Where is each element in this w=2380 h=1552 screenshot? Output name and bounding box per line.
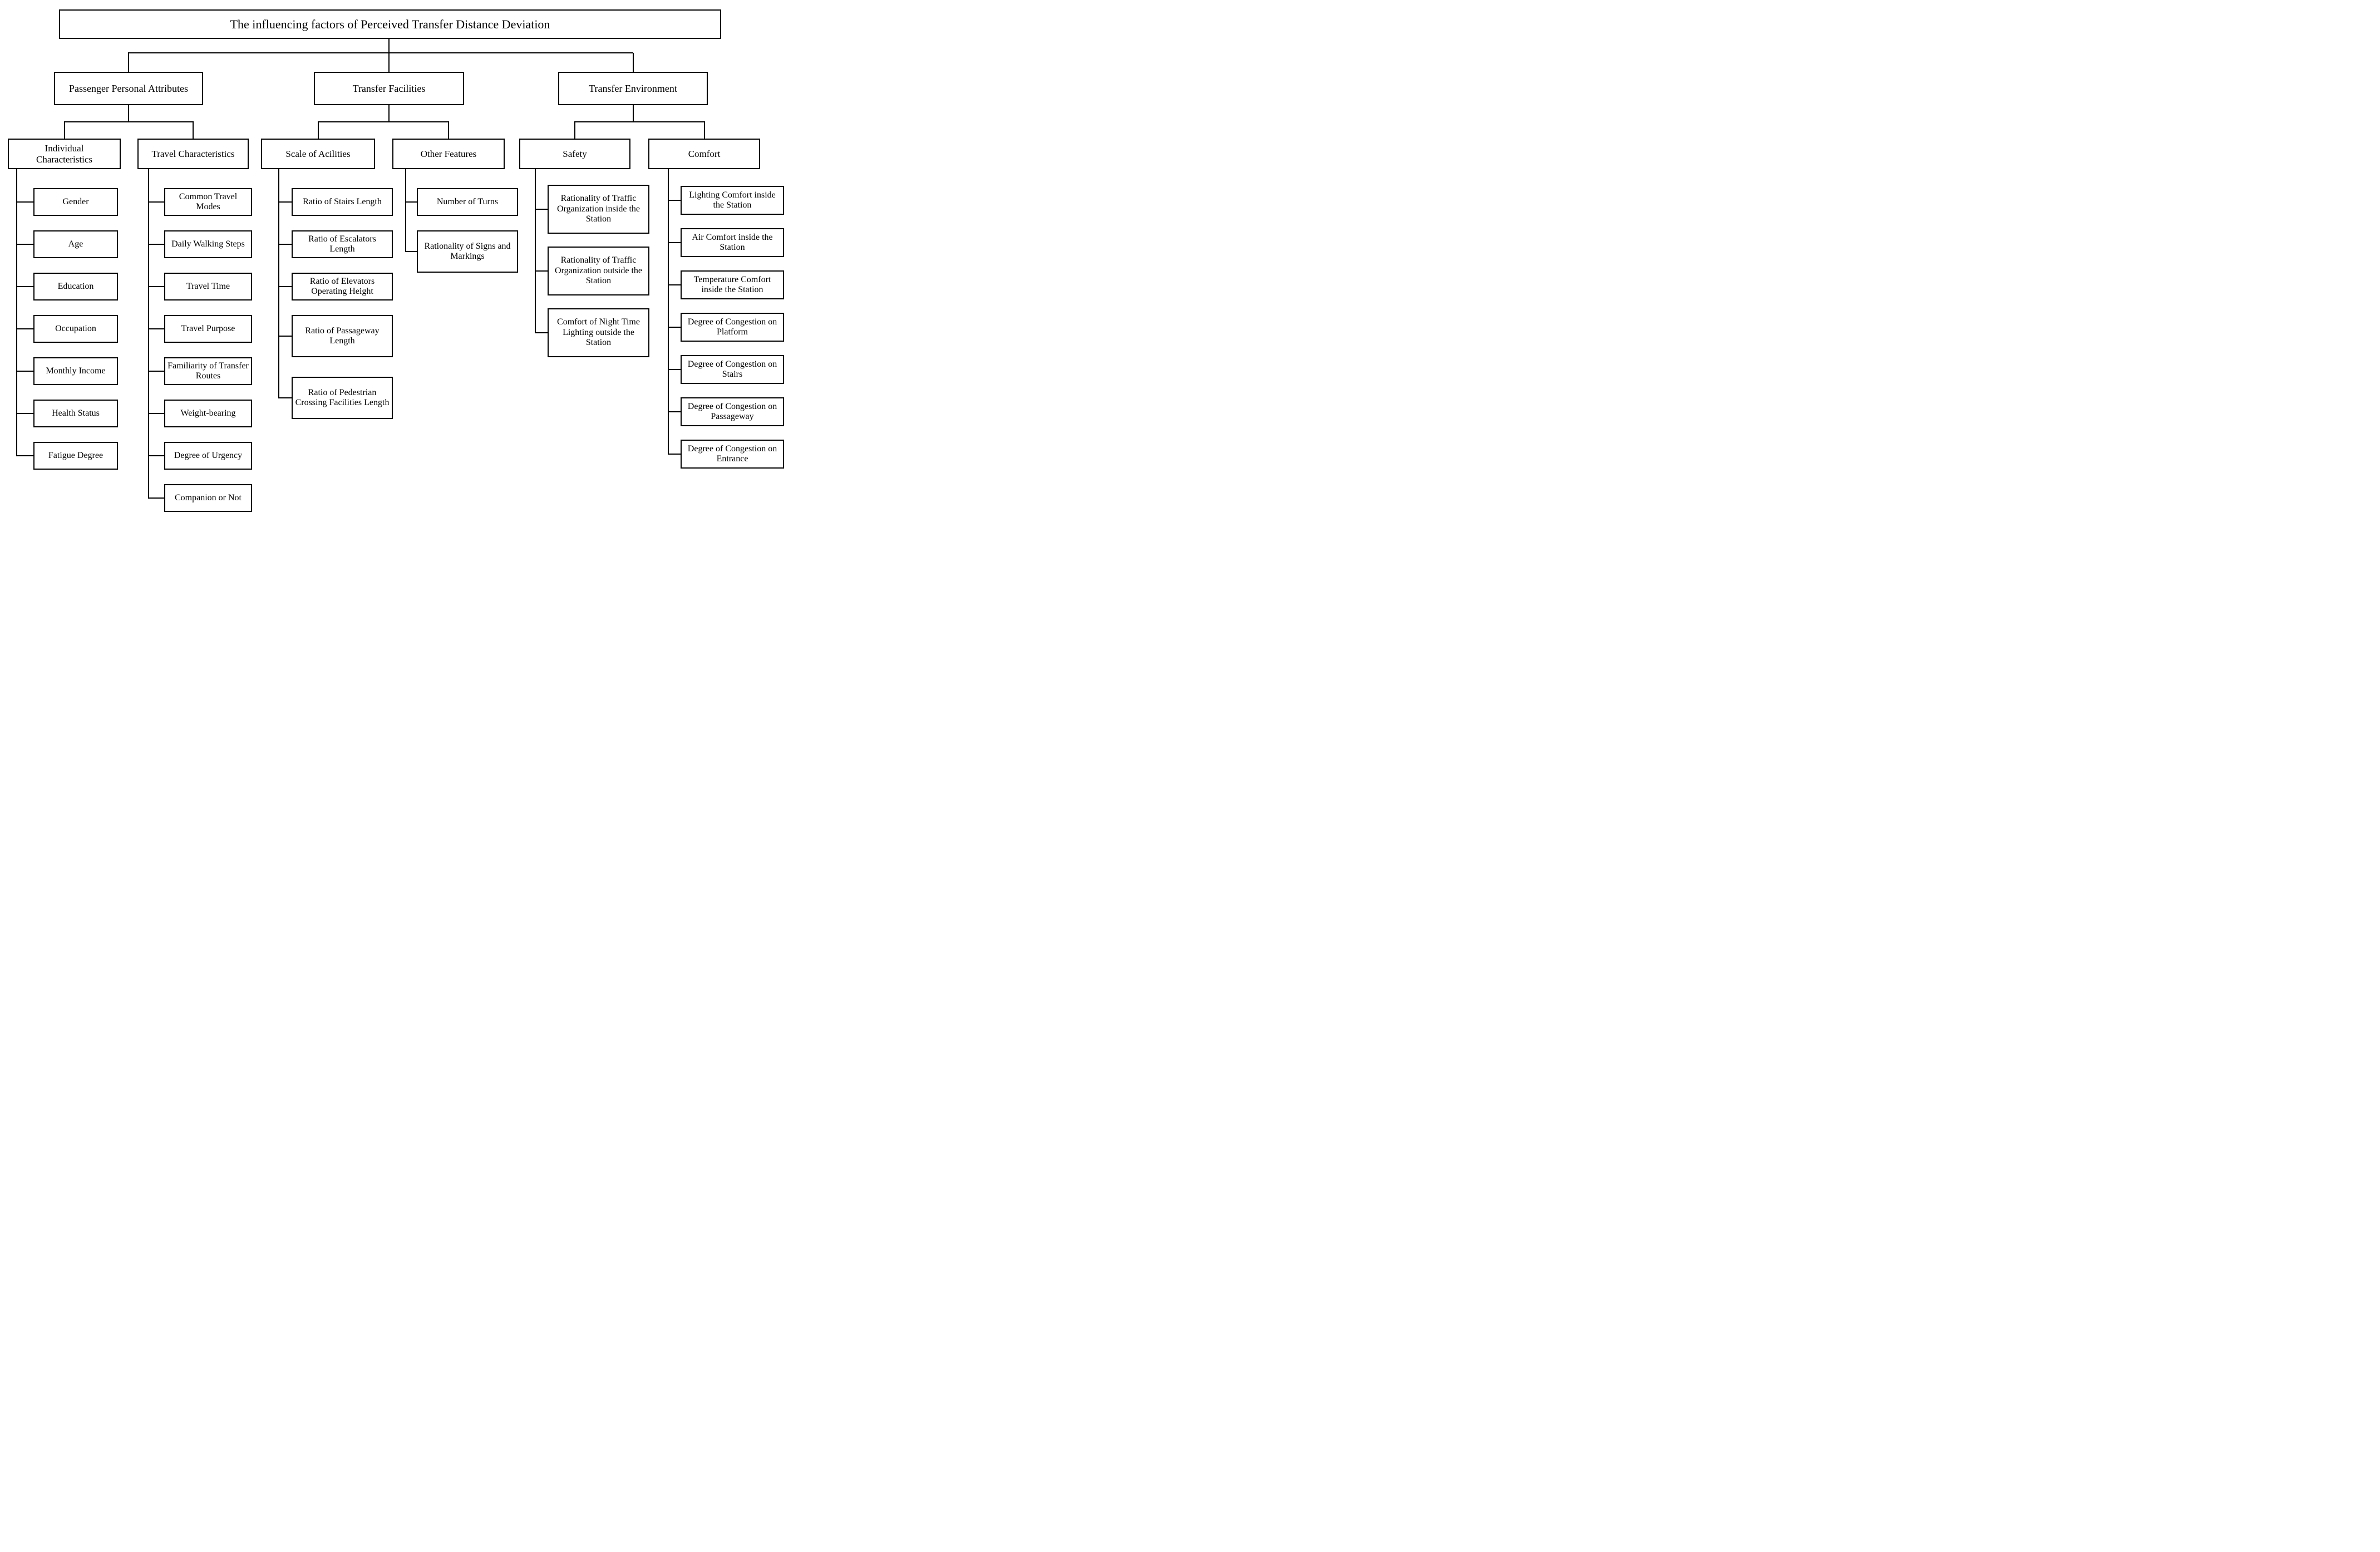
connector-line bbox=[148, 244, 165, 245]
connector-line bbox=[668, 200, 681, 201]
node-monthly-income: Monthly Income bbox=[33, 357, 118, 385]
node-travel-time: Travel Time bbox=[164, 273, 252, 300]
connector-line bbox=[16, 455, 34, 456]
node-travel-characteristics: Travel Characteristics bbox=[137, 139, 249, 169]
node-degree-of-urgency: Degree of Urgency bbox=[164, 442, 252, 470]
connector-line bbox=[632, 105, 634, 122]
node-degree-of-congestion-on-stairs: Degree of Congestion on Stairs bbox=[681, 355, 784, 384]
node-familiarity-of-transfer-routes: Familiarity of Transfer Routes bbox=[164, 357, 252, 385]
node-number-of-turns: Number of Turns bbox=[417, 188, 518, 216]
connector-line bbox=[388, 53, 390, 72]
connector-line bbox=[278, 169, 279, 398]
connector-line bbox=[317, 121, 449, 122]
connector-line bbox=[703, 122, 705, 139]
node-transfer-facilities: Transfer Facilities bbox=[314, 72, 464, 105]
connector-line bbox=[668, 369, 681, 370]
connector-line bbox=[148, 169, 149, 498]
connector-line bbox=[148, 455, 165, 456]
node-scale-of-acilities: Scale of Acilities bbox=[261, 139, 375, 169]
connector-line bbox=[535, 209, 548, 210]
node-weight-bearing: Weight-bearing bbox=[164, 400, 252, 427]
connector-line bbox=[278, 397, 292, 398]
node-rationality-of-traffic-organization-outside-the-station: Rationality of Traffic Organization outs… bbox=[548, 247, 649, 295]
node-ratio-of-escalators-length: Ratio of Escalators Length bbox=[292, 230, 393, 258]
connector-line bbox=[632, 53, 634, 72]
node-occupation: Occupation bbox=[33, 315, 118, 343]
node-companion-or-not: Companion or Not bbox=[164, 484, 252, 512]
node-air-comfort-inside-the-station: Air Comfort inside the Station bbox=[681, 228, 784, 257]
connector-line bbox=[388, 39, 390, 53]
node-common-travel-modes: Common Travel Modes bbox=[164, 188, 252, 216]
connector-line bbox=[16, 169, 17, 456]
connector-line bbox=[448, 122, 449, 139]
node-ratio-of-pedestrian-crossing-facilities-length: Ratio of Pedestrian Crossing Facilities … bbox=[292, 377, 393, 419]
connector-line bbox=[16, 328, 34, 329]
node-daily-walking-steps: Daily Walking Steps bbox=[164, 230, 252, 258]
connector-line bbox=[317, 122, 319, 139]
node-gender: Gender bbox=[33, 188, 118, 216]
connector-line bbox=[16, 413, 34, 414]
connector-line bbox=[278, 244, 292, 245]
node-education: Education bbox=[33, 273, 118, 300]
node-comfort-of-night-time-lighting-outside-the-station: Comfort of Night Time Lighting outside t… bbox=[548, 308, 649, 357]
connector-line bbox=[16, 371, 34, 372]
connector-line bbox=[405, 169, 406, 252]
connector-line bbox=[148, 201, 165, 203]
connector-line bbox=[16, 286, 34, 287]
connector-line bbox=[535, 332, 548, 333]
connector-line bbox=[388, 105, 390, 122]
node-safety: Safety bbox=[519, 139, 630, 169]
connector-line bbox=[148, 371, 165, 372]
node-rationality-of-traffic-organization-inside-the-station: Rationality of Traffic Organization insi… bbox=[548, 185, 649, 234]
node-health-status: Health Status bbox=[33, 400, 118, 427]
node-rationality-of-signs-and-markings: Rationality of Signs and Markings bbox=[417, 230, 518, 273]
node-age: Age bbox=[33, 230, 118, 258]
node-comfort: Comfort bbox=[648, 139, 760, 169]
connector-line bbox=[574, 121, 705, 122]
connector-line bbox=[128, 52, 633, 53]
node-passenger-personal-attributes: Passenger Personal Attributes bbox=[54, 72, 203, 105]
node-fatigue-degree: Fatigue Degree bbox=[33, 442, 118, 470]
node-ratio-of-stairs-length: Ratio of Stairs Length bbox=[292, 188, 393, 216]
connector-line bbox=[278, 286, 292, 287]
connector-line bbox=[405, 251, 417, 252]
connector-line bbox=[148, 497, 165, 499]
node-lighting-comfort-inside-the-station: Lighting Comfort inside the Station bbox=[681, 186, 784, 215]
connector-line bbox=[16, 201, 34, 203]
node-travel-purpose: Travel Purpose bbox=[164, 315, 252, 343]
node-ratio-of-elevators-operating-height: Ratio of Elevators Operating Height bbox=[292, 273, 393, 300]
node-other-features: Other Features bbox=[392, 139, 505, 169]
connector-line bbox=[63, 122, 65, 139]
connector-line bbox=[128, 53, 129, 72]
connector-line bbox=[668, 284, 681, 285]
connector-line bbox=[668, 411, 681, 412]
node-transfer-environment: Transfer Environment bbox=[558, 72, 708, 105]
org-chart-diagram: The influencing factors of Perceived Tra… bbox=[0, 0, 794, 518]
connector-line bbox=[63, 121, 194, 122]
connector-line bbox=[148, 413, 165, 414]
node-ratio-of-passageway-length: Ratio of Passageway Length bbox=[292, 315, 393, 357]
connector-line bbox=[668, 454, 681, 455]
node-degree-of-congestion-on-platform: Degree of Congestion on Platform bbox=[681, 313, 784, 342]
node-temperature-comfort-inside-the-station: Temperature Comfort inside the Station bbox=[681, 270, 784, 299]
connector-line bbox=[405, 201, 417, 203]
connector-line bbox=[535, 270, 548, 272]
node-degree-of-congestion-on-entrance: Degree of Congestion on Entrance bbox=[681, 440, 784, 469]
connector-line bbox=[278, 201, 292, 203]
connector-line bbox=[278, 336, 292, 337]
connector-line bbox=[574, 122, 575, 139]
diagram-title: The influencing factors of Perceived Tra… bbox=[59, 9, 721, 39]
connector-line bbox=[668, 242, 681, 243]
connector-line bbox=[535, 169, 536, 333]
node-individual-characteristics: Individual Characteristics bbox=[8, 139, 121, 169]
connector-line bbox=[128, 105, 129, 122]
connector-line bbox=[16, 244, 34, 245]
node-degree-of-congestion-on-passageway: Degree of Congestion on Passageway bbox=[681, 397, 784, 426]
connector-line bbox=[668, 169, 669, 454]
connector-line bbox=[148, 286, 165, 287]
connector-line bbox=[668, 327, 681, 328]
connector-line bbox=[148, 328, 165, 329]
connector-line bbox=[193, 122, 194, 139]
